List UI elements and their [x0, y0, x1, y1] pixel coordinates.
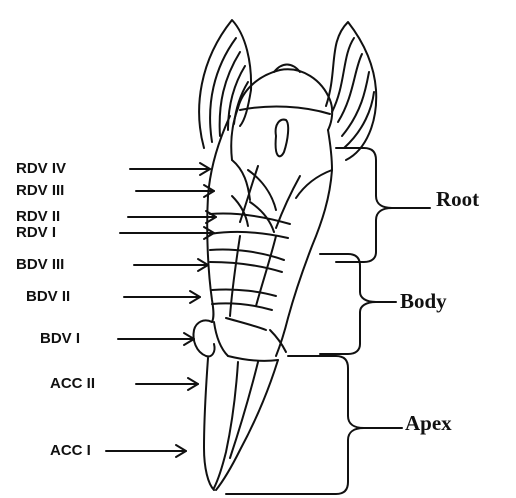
- arrow-bdv-ii: [124, 291, 200, 303]
- arrow-acc-ii: [136, 378, 198, 390]
- petal-head: [231, 65, 332, 171]
- label-acc-i: ACC I: [50, 443, 91, 458]
- arrow-rdv-i: [120, 227, 214, 239]
- label-bdv-i: BDV I: [40, 331, 80, 346]
- label-rdv-i: RDV I: [16, 225, 56, 240]
- arrow-rdv-ii: [128, 211, 216, 223]
- arrow-rdv-iv: [130, 163, 210, 175]
- arrow-rdv-iii: [136, 185, 214, 197]
- root-veins: [210, 160, 332, 238]
- label-rdv-iii: RDV III: [16, 183, 64, 198]
- label-root: Root: [436, 189, 479, 210]
- label-apex: Apex: [405, 413, 452, 434]
- arrow-acc-i: [106, 445, 186, 457]
- arrow-bdv-iii: [134, 259, 208, 271]
- label-rdv-ii: RDV II: [16, 209, 60, 224]
- right-wing: [326, 22, 376, 160]
- label-bdv-ii: BDV II: [26, 289, 70, 304]
- root-brace: [336, 148, 430, 262]
- label-acc-ii: ACC II: [50, 376, 95, 391]
- arrow-bdv-i: [118, 333, 194, 345]
- petal-outline: [207, 116, 332, 356]
- apex-region: [194, 320, 287, 490]
- body-veins: [210, 236, 284, 330]
- label-rdv-iv: RDV IV: [16, 161, 66, 176]
- label-bdv-iii: BDV III: [16, 257, 64, 272]
- body-brace: [320, 254, 396, 354]
- label-body: Body: [400, 291, 447, 312]
